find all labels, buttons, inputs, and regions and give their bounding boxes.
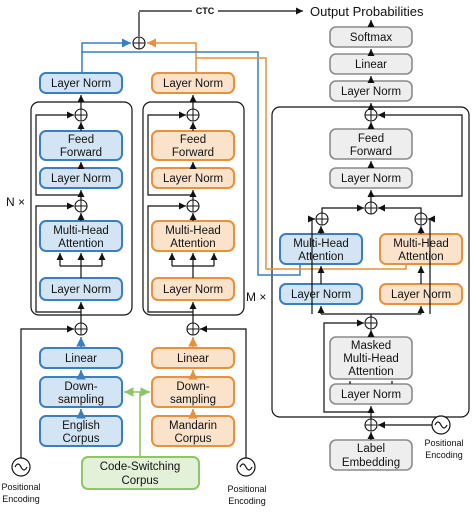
svg-text:Linear: Linear [65,353,97,365]
svg-text:Attention: Attention [398,251,443,263]
svg-text:English: English [62,420,100,432]
svg-text:Layer Norm: Layer Norm [163,78,223,90]
english-output-line [81,38,131,75]
svg-text:Corpus: Corpus [121,475,158,487]
encoder-repeat-label: N × [6,195,25,209]
svg-text:Layer Norm: Layer Norm [51,78,111,90]
svg-text:Feed: Feed [358,133,384,145]
svg-text:Linear: Linear [177,353,209,365]
svg-text:Multi-Head: Multi-Head [343,353,399,365]
svg-text:Code-Switching: Code-Switching [100,461,181,473]
svg-text:Layer Norm: Layer Norm [163,173,223,185]
ctc-label: CTC [196,6,215,16]
svg-text:Down-: Down- [176,381,209,393]
svg-text:Attention: Attention [348,366,393,378]
svg-text:Layer Norm: Layer Norm [341,173,401,185]
svg-text:Feed: Feed [180,134,206,146]
english-layer-norm-top [39,72,123,94]
svg-text:Masked: Masked [351,340,391,352]
svg-text:Multi-Head: Multi-Head [165,225,221,237]
svg-text:Forward: Forward [60,147,102,159]
svg-text:Corpus: Corpus [62,433,99,445]
mandarin-encoder: Layer Norm Feed Forward Layer Norm Multi… [147,72,267,506]
svg-text:Mandarin: Mandarin [169,420,217,432]
decoder: Softmax Linear Layer Norm Feed Forward L… [279,20,464,471]
svg-text:sampling: sampling [58,394,104,406]
svg-text:Softmax: Softmax [350,32,392,44]
mandarin-layer-norm-top [151,72,235,94]
svg-text:Linear: Linear [355,59,387,71]
svg-text:Layer Norm: Layer Norm [391,289,451,301]
decoder-layer-norm-masked [329,383,413,405]
english-encoder: Layer Norm Feed Forward Layer Norm Multi… [1,72,123,504]
svg-text:Positional: Positional [1,482,40,492]
svg-text:Attention: Attention [170,238,215,250]
svg-text:Layer Norm: Layer Norm [51,173,111,185]
mandarin-output-line [147,38,197,75]
svg-text:Positional: Positional [227,484,266,494]
svg-text:Layer Norm: Layer Norm [163,284,223,296]
svg-text:Multi-Head: Multi-Head [393,238,449,250]
svg-text:Down-: Down- [64,381,97,393]
svg-text:sampling: sampling [170,394,216,406]
svg-text:Encoding: Encoding [228,496,266,506]
output-probabilities-label: Output Probabilities [310,4,424,19]
mandarin-to-decoder-line [196,57,407,270]
svg-text:Layer Norm: Layer Norm [291,289,351,301]
svg-text:Embedding: Embedding [342,457,400,469]
svg-text:Label: Label [357,443,385,455]
svg-text:Encoding: Encoding [425,450,463,460]
svg-text:Layer Norm: Layer Norm [341,86,401,98]
svg-text:Forward: Forward [350,146,392,158]
svg-text:Forward: Forward [172,147,214,159]
svg-text:Layer Norm: Layer Norm [51,284,111,296]
svg-text:Encoding: Encoding [2,494,40,504]
svg-text:Corpus: Corpus [174,433,211,445]
svg-text:Attention: Attention [298,251,343,263]
svg-text:Multi-Head: Multi-Head [293,238,349,250]
svg-text:Positional: Positional [424,438,463,448]
svg-text:Multi-Head: Multi-Head [53,225,109,237]
decoder-repeat-label: M × [246,290,266,304]
svg-text:Attention: Attention [58,238,103,250]
english-to-decoder-line [81,51,301,276]
svg-text:Feed: Feed [68,134,94,146]
svg-text:Layer Norm: Layer Norm [341,389,401,401]
